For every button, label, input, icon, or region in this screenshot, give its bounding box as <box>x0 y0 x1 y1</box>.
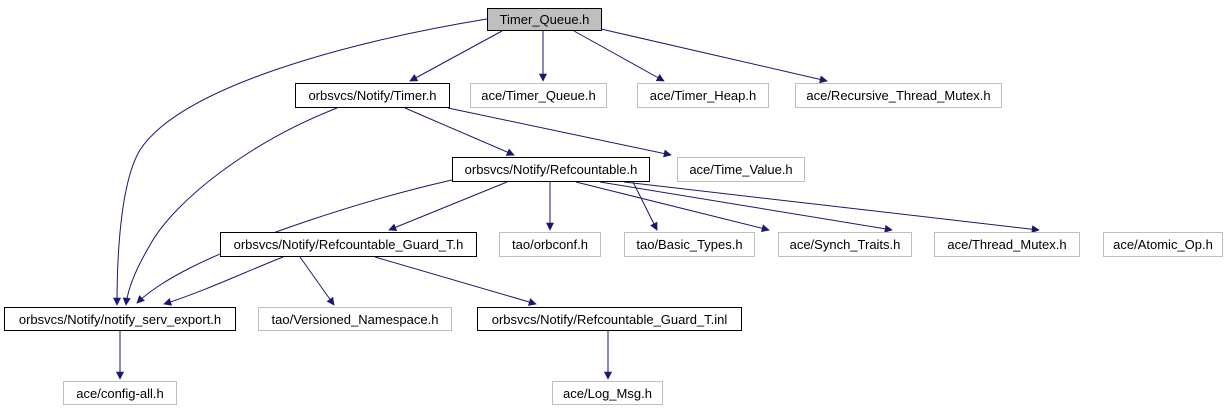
edge-notify-refcountable-to-guard-t-h <box>388 181 508 231</box>
edge-timer-queue-to-ace-timer-heap <box>573 30 665 82</box>
node-ace-synch-traits: ace/Synch_Traits.h <box>778 232 912 257</box>
node-ace-log-msg: ace/Log_Msg.h <box>552 381 663 405</box>
edge-guard-t-h-to-guard-t-inl <box>374 256 537 306</box>
node-timer-queue-root: Timer_Queue.h <box>487 8 602 31</box>
node-ace-time-value: ace/Time_Value.h <box>677 157 805 182</box>
edge-timer-queue-to-notify-serv-export <box>113 18 488 306</box>
edge-notify-refcountable-to-tao-basic-types <box>632 181 658 231</box>
node-notify-refcountable[interactable]: orbsvcs/Notify/Refcountable.h <box>452 157 650 182</box>
node-ace-atomic-op: ace/Atomic_Op.h <box>1103 232 1223 257</box>
node-notify-serv-export[interactable]: orbsvcs/Notify/notify_serv_export.h <box>4 307 236 331</box>
node-ace-config-all: ace/config-all.h <box>63 381 177 405</box>
edge-notify-timer-to-ace-time-value <box>447 107 672 158</box>
edge-timer-queue-to-ace-recursive-thread-mutex <box>600 28 828 84</box>
edge-notify-timer-to-notify-refcountable <box>404 107 515 156</box>
edge-notify-refcountable-to-ace-thread-mutex <box>599 181 893 233</box>
node-tao-versioned-namespace: tao/Versioned_Namespace.h <box>258 307 452 331</box>
node-ace-recursive-thread-mutex: ace/Recursive_Thread_Mutex.h <box>795 83 1002 108</box>
node-tao-basic-types: tao/Basic_Types.h <box>624 232 755 257</box>
edge-guard-t-h-to-notify-serv-export <box>163 256 284 306</box>
node-notify-timer[interactable]: orbsvcs/Notify/Timer.h <box>295 83 450 108</box>
node-ace-timer-heap: ace/Timer_Heap.h <box>637 83 769 108</box>
edge-timer-queue-to-notify-timer <box>409 30 503 82</box>
node-notify-refcountable-guard-t-h[interactable]: orbsvcs/Notify/Refcountable_Guard_T.h <box>220 232 477 257</box>
edge-notify-timer-to-notify-serv-export <box>122 107 338 306</box>
edge-notify-refcountable-to-ace-atomic-op <box>623 181 1040 234</box>
node-tao-orbconf: tao/orbconf.h <box>499 232 601 257</box>
node-ace-thread-mutex: ace/Thread_Mutex.h <box>934 232 1080 257</box>
edge-guard-t-h-to-tao-versioned-namespace <box>299 256 335 306</box>
edge-notify-refcountable-to-ace-synch-traits <box>575 181 770 233</box>
node-notify-refcountable-guard-t-inl[interactable]: orbsvcs/Notify/Refcountable_Guard_T.inl <box>477 307 742 331</box>
node-ace-timer-queue: ace/Timer_Queue.h <box>470 83 607 108</box>
